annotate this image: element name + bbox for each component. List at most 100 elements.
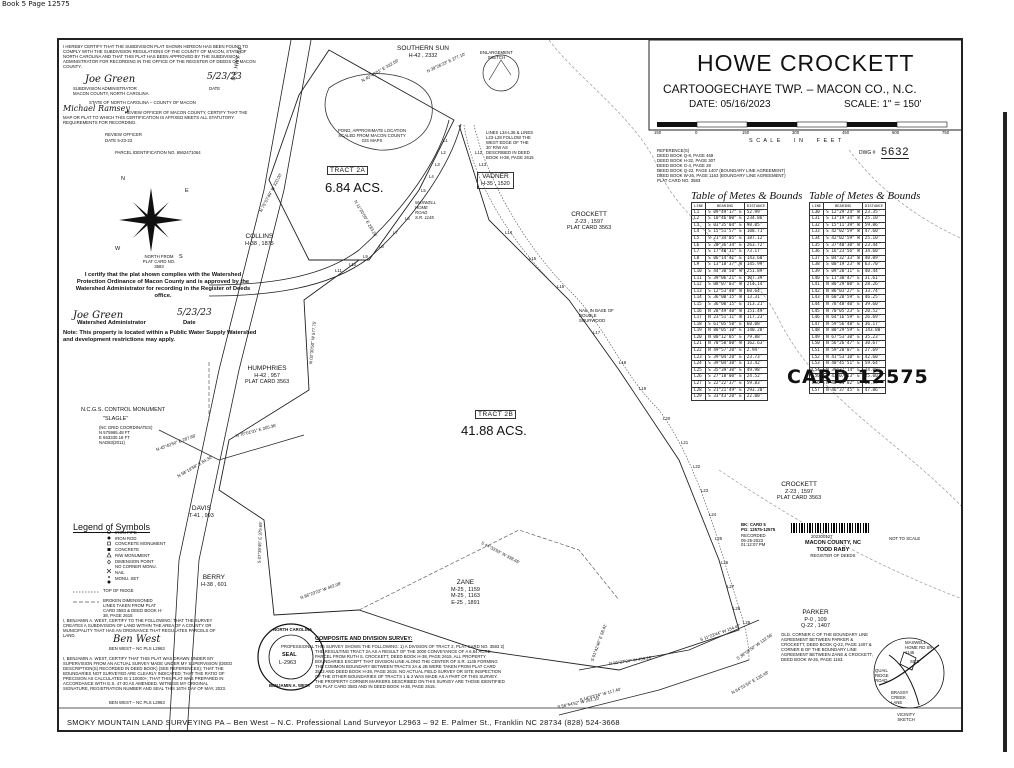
table-cell: S 13°18'37" W [705,261,745,269]
table-cell: S 36°00'15" E [705,300,745,309]
parcel-id: PARCEL IDENTIFICATION NO. 6562471064 [115,150,201,155]
table-cell: L1 [690,208,707,217]
monument-tie-line [158,429,305,461]
col-header: DISTANCE [743,202,769,210]
table-cell: L14 [690,294,707,302]
road-line [208,123,462,297]
neighbor-crockett-north: CROCKETT Z-23 , 1597 PLAT CARD 3563 [567,211,612,231]
highway-line [186,40,312,730]
composite-heading: COMPOSITE AND DIVISION SURVEY: [315,636,413,642]
review-date: DATE 5-23-23 [105,138,133,143]
table-cell: L9 [690,261,707,269]
south-boundary [578,619,760,671]
table-cell: L52 [808,353,825,362]
table-cell: S 39°04'30" E [705,360,745,368]
table-cell: S 10°46'00" E [705,215,745,223]
table-cell: L51 [808,347,825,355]
table-cell: 140.28' [743,327,769,335]
table-cell: 20.52' [861,307,887,316]
table-cell: S 09°49'17" E [705,208,745,217]
line-label: L25 [715,536,723,541]
table-cell: S 39°06'21" E [705,274,745,283]
mapping-sig-line: BEN WEST – NC PLS L2963 [109,646,165,651]
table-cell: L7 [690,248,707,256]
line-label: L5 [421,188,426,193]
table-cell: S 61°05'50" E [705,320,745,329]
metes-table-1: Table of Metes & Bounds LINE BEARING DIS… [690,190,802,401]
vicinity-road-2: QUAIL RIDGE ROAD [875,668,889,683]
table-cell: L4 [690,228,707,236]
neighbor-vadner: VADNER H-35 , 1520 [477,172,514,189]
review-certificate: REVIEW OFFICER OF MACON COUNTY, CERTIFY … [63,110,248,125]
table-cell: L49 [808,333,825,342]
table-cell: L18 [690,320,707,329]
table-cell: L23 [690,353,707,362]
table-cell: S 15°11'39" W [823,221,863,230]
table-cell: L6 [690,241,707,250]
seal-label: PROFESSIONAL [281,644,315,649]
table-cell: S 08°07'03" W [705,281,745,289]
table-cell: 214.14' [743,281,769,289]
nail-note: NAIL IN BASE OF DOUBLE SOURWOOD [579,308,614,323]
table-cell: S 37°40'30" W [823,241,863,250]
neighbor-crockett-south: CROCKETT Z-23 , 1597 PLAT CARD 3563 [777,481,822,501]
table-cell: S 16°23'56" W [823,248,863,256]
monument-name: "SLAGLE" [103,416,129,422]
table-cell: S 13°19'34" W [823,215,863,223]
table-cell: 25.10' [861,234,887,243]
broken-dimension-line [358,529,620,611]
table-cell: L46 [808,314,825,322]
scan-edge [1003,112,1007,752]
table-cell: L31 [808,215,825,223]
table-cell: 40.09' [861,254,887,263]
scale-bar [657,121,948,128]
line-label: L7 [393,230,398,235]
parker-note: OLD. CORNER C OF THE BOUNDARY LINE AGREE… [781,632,873,662]
table-cell: 24.52' [743,373,769,382]
table-cell: L47 [808,320,825,329]
table-cell: N 41°53'10" E [823,353,863,362]
table-cell: L36 [808,248,825,256]
creek-line [473,124,750,661]
monument-coords: (NC GRID COORDINATES) N 575965.48 FT E 6… [99,425,153,445]
table-cell: L8 [690,254,707,263]
watershed-sig-label: Watershed Administrator [77,320,146,326]
table-cell: S 39°04'20" E [705,353,745,362]
table-cell: N 80°05'10" E [705,327,745,335]
tract-2a-boundary [268,49,455,261]
tract-2b-label: TRACT 2B [475,410,517,419]
barcode-number: 202300127 [811,534,833,539]
table-cell: 22.00' [743,393,769,401]
table-cell: S 00°19'23" W [823,261,863,269]
table-cell: L17 [690,314,707,322]
table-cell: S 21°34'05" E [705,234,745,243]
table-cell: 13.31' [743,294,769,302]
col-header: DISTANCE [861,202,887,210]
table-cell: 26.69' [861,314,887,322]
table-cell: L27 [690,380,707,388]
table-cell: 47.86' [861,386,887,395]
seal-number: L-2963 [279,660,297,666]
enlargement-title: ENLARGEMENT SKETCH [480,50,513,60]
neighbor-zane: ZANE M-25 , 1159 M-25 , 1163 E-25 , 1891 [451,579,480,606]
recording-barcode [791,523,871,533]
table-cell: 60.64' [743,287,769,296]
vicinity-road-3: BRASSY CREEK LANE [891,690,909,705]
table-cell: N 00°12'05" E [705,333,745,342]
table-cell: N 86°03'27" E [823,287,863,296]
table-cell: N 80°29'59" E [823,327,863,335]
